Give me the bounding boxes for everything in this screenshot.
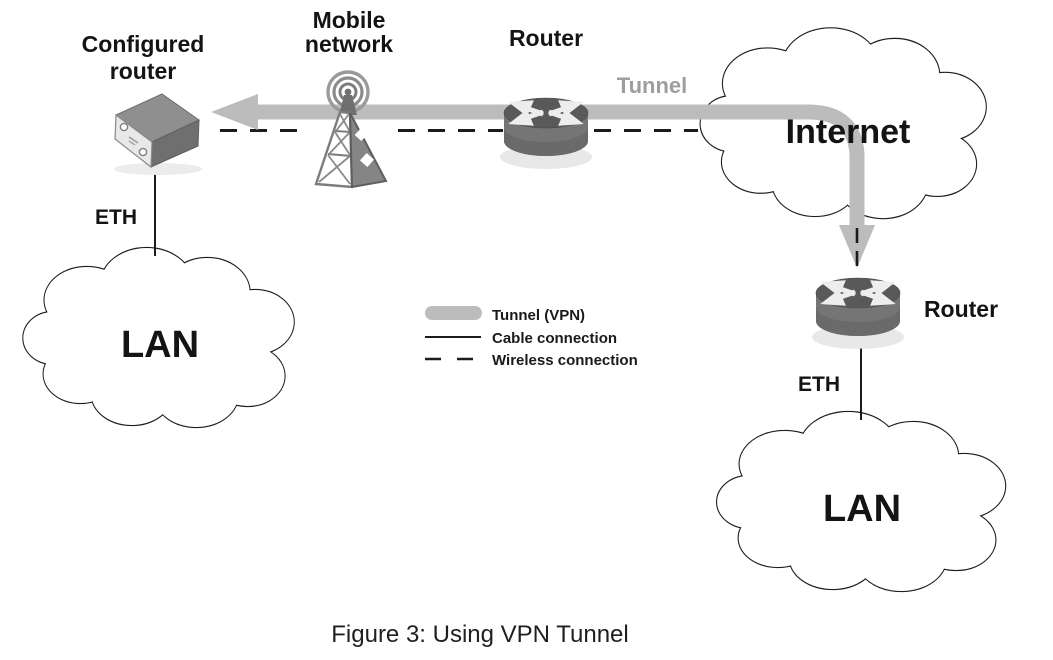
legend: Tunnel (VPN) Cable connection Wireless c… [425, 306, 638, 369]
router-icon-right [812, 278, 904, 349]
configured-router-icon [114, 93, 202, 175]
configured-router-label-line2: router [110, 58, 177, 84]
tunnel-arrowhead-down [839, 225, 875, 268]
figure-caption: Figure 3: Using VPN Tunnel [331, 621, 628, 648]
router-right-label: Router [924, 296, 998, 322]
tunnel-arrowhead-left [211, 94, 258, 130]
router-center-label: Router [509, 25, 583, 51]
legend-cable-label: Cable connection [492, 330, 617, 347]
router-icon-center [500, 98, 592, 169]
eth-right-label: ETH [798, 373, 840, 396]
eth-left-label: ETH [95, 206, 137, 229]
internet-label: Internet [786, 113, 911, 151]
lan-left-label: LAN [121, 324, 199, 366]
legend-tunnel-label: Tunnel (VPN) [492, 307, 585, 324]
vpn-tunnel-band [211, 94, 875, 268]
lan-right-label: LAN [823, 488, 901, 530]
cell-tower-icon [314, 70, 388, 189]
configured-router-label-line1: Configured [82, 31, 205, 57]
mobile-network-label-line2: network [305, 31, 393, 57]
mobile-network-label-line1: Mobile [313, 7, 386, 33]
legend-wireless-label: Wireless connection [492, 352, 638, 369]
tunnel-label: Tunnel [617, 73, 687, 98]
legend-tunnel-swatch [425, 306, 482, 320]
tunnel-band-path [255, 104, 865, 226]
